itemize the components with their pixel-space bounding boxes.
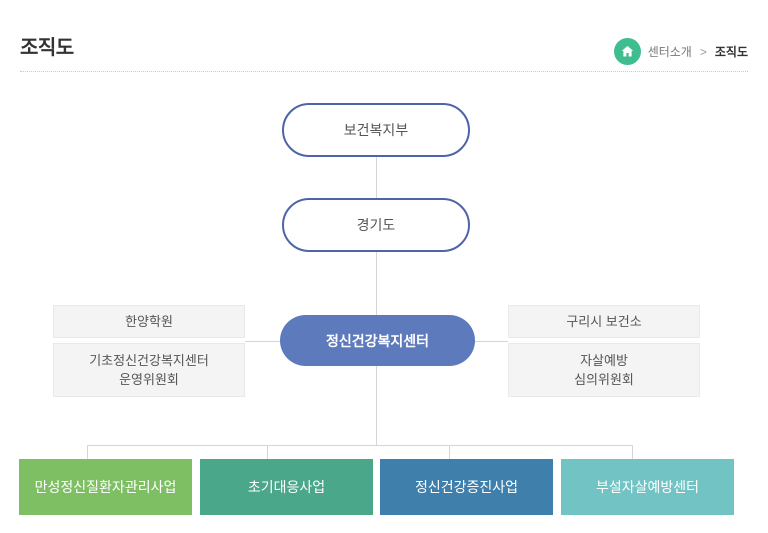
dotted-divider [20,71,748,72]
org-node-program-early-response-label: 초기대응사업 [247,479,326,495]
org-node-left-2-line1: 기초정신건강복지센터 [89,353,209,368]
org-node-province-label: 경기도 [356,217,396,233]
org-node-right-2-line1: 자살예방 [580,353,628,368]
breadcrumb-separator: > [699,44,707,59]
org-node-right-1-label: 구리시 보건소 [566,314,642,329]
org-node-program-chronic-label: 만성정신질환자관리사업 [34,479,177,495]
org-node-program-chronic: 만성정신질환자관리사업 [19,459,192,515]
breadcrumb-section[interactable]: 센터소개 [647,45,692,59]
org-node-center-label: 정신건강복지센터 [325,332,430,349]
org-node-program-mental-health-promotion-label: 정신건강증진사업 [414,479,519,495]
org-node-program-early-response: 초기대응사업 [200,459,373,515]
breadcrumb: 센터소개 > 조직도 [613,38,748,65]
org-node-center: 정신건강복지센터 [280,315,475,366]
org-node-program-suicide-prevention-center-label: 부설자살예방센터 [595,479,700,495]
home-icon[interactable] [613,38,641,65]
org-node-right-1: 구리시 보건소 [508,305,700,338]
org-node-program-mental-health-promotion: 정신건강증진사업 [380,459,553,515]
breadcrumb-current: 조직도 [714,45,748,59]
org-node-left-2-line2: 운영위원회 [119,372,179,387]
connector-drop-4 [632,445,633,459]
connector-vertical-main [376,157,377,445]
connector-bottom-rail [87,445,633,446]
org-node-ministry: 보건복지부 [282,103,470,157]
page-title: 조직도 [20,37,74,60]
connector-drop-3 [449,445,450,459]
org-node-left-2: 기초정신건강복지센터 운영위원회 [53,343,245,397]
connector-drop-1 [87,445,88,459]
org-node-right-2-line2: 심의위원회 [574,372,634,387]
org-node-left-1-label: 한양학원 [125,314,173,329]
org-node-program-suicide-prevention-center: 부설자살예방센터 [561,459,734,515]
org-node-ministry-label: 보건복지부 [343,122,409,138]
connector-drop-2 [267,445,268,459]
org-node-right-2: 자살예방 심의위원회 [508,343,700,397]
org-node-left-1: 한양학원 [53,305,245,338]
house-glyph [621,46,633,57]
org-node-province: 경기도 [282,198,470,252]
